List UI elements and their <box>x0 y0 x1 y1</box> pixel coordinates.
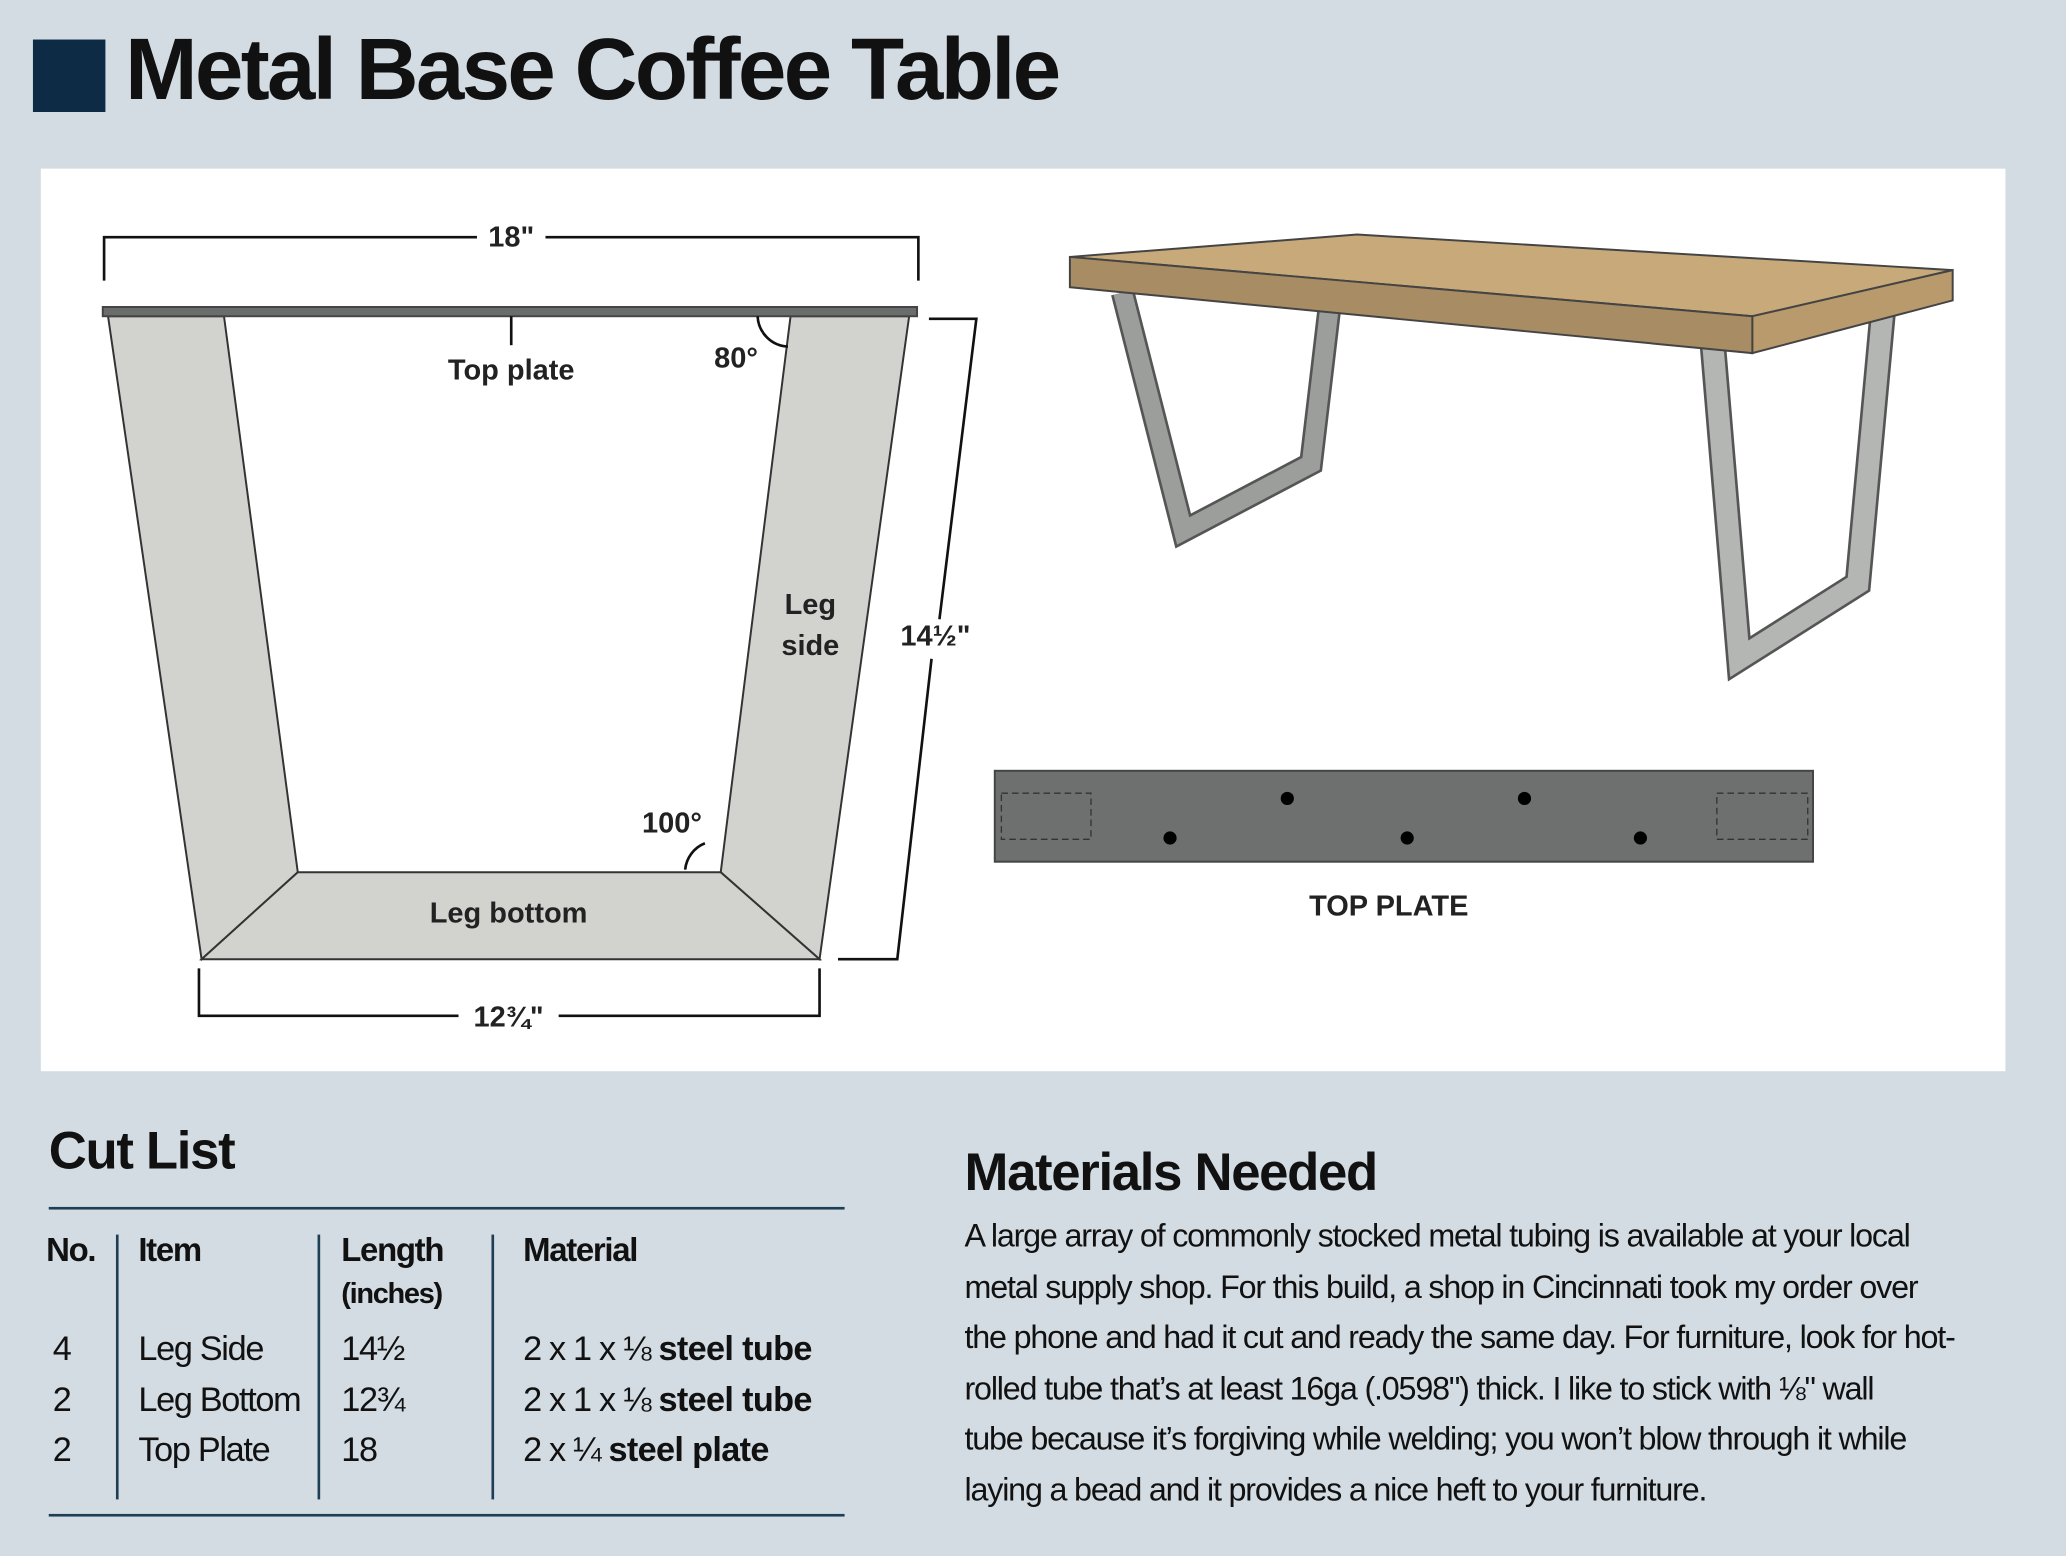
top-plate-bar <box>101 306 919 318</box>
bolt-hole <box>1163 831 1177 845</box>
header-item: Item <box>138 1231 202 1269</box>
cell-no: 2 <box>52 1429 72 1470</box>
header-length: Length <box>341 1231 444 1269</box>
column-divider <box>115 1234 119 1500</box>
cell-material-size: 2 x 1 x ⅛ <box>523 1379 651 1420</box>
cell-length: 18 <box>341 1429 378 1470</box>
top-plate-caption: TOP PLATE <box>1309 891 1468 923</box>
table-3d-illustration <box>1068 233 1954 682</box>
cell-material-size: 2 x 1 x ⅛ <box>523 1328 651 1368</box>
cell-material-size: 2 x ¼ <box>523 1429 602 1470</box>
paragraph-line: rolled tube that’s at least 16ga (.0598"… <box>964 1370 1874 1407</box>
header-no: No. <box>46 1231 96 1269</box>
paragraph-line: metal supply shop. For this build, a sho… <box>964 1269 1918 1306</box>
angle-top-label: 80° <box>714 343 758 375</box>
cell-material-type: steel plate <box>608 1429 770 1470</box>
page-title: Metal Base Coffee Table <box>125 19 1061 118</box>
bolt-hole <box>1400 831 1414 845</box>
cell-length: 14½ <box>341 1328 405 1368</box>
cell-item: Top Plate <box>138 1429 270 1470</box>
header-length-unit: (inches) <box>341 1276 443 1310</box>
paragraph-line: the phone and had it cut and ready the s… <box>964 1320 1955 1356</box>
dimension-lines <box>102 235 978 1018</box>
height-dimension: 14½" <box>900 621 970 653</box>
cell-item: Leg Side <box>138 1328 264 1368</box>
materials-title: Materials Needed <box>964 1143 1378 1202</box>
leg-side-label-1: Leg <box>785 589 837 621</box>
cell-material-type: steel tube <box>658 1379 812 1420</box>
leg-side-label-2: side <box>781 630 839 662</box>
leg-elevation-diagram <box>101 306 919 962</box>
leg-bottom-label: Leg bottom <box>430 897 588 929</box>
bolt-hole <box>1517 791 1532 806</box>
width-dimension: 18" <box>488 221 534 253</box>
angle-arc-top <box>756 316 789 348</box>
angle-arc-bottom <box>683 842 706 870</box>
paragraph-line: A large array of commonly stocked metal … <box>964 1218 1910 1255</box>
top-plate-label: Top plate <box>448 354 575 386</box>
column-divider <box>317 1234 321 1500</box>
table-top-rule <box>48 1206 845 1210</box>
leg-bottom <box>199 871 823 961</box>
cell-item: Leg Bottom <box>138 1379 301 1420</box>
bolt-hole <box>1280 791 1294 806</box>
bottom-dimension: 12¾" <box>474 1001 544 1033</box>
title-marker <box>32 39 106 112</box>
bolt-hole <box>1633 831 1647 845</box>
cell-no: 2 <box>52 1379 72 1420</box>
cell-no: 4 <box>52 1328 72 1368</box>
cell-material-type: steel tube <box>658 1328 812 1368</box>
table-bottom-rule <box>48 1513 845 1517</box>
paragraph-line: laying a bead and it provides a nice hef… <box>964 1472 1707 1508</box>
tabletop-side-edge <box>1751 268 1954 355</box>
top-plate-drawing <box>993 769 1815 863</box>
leg-side-left <box>106 315 299 962</box>
materials-paragraph: A large array of commonly stocked metal … <box>964 1212 2018 1516</box>
cell-length: 12¾ <box>341 1379 405 1420</box>
cut-list-title: Cut List <box>48 1122 236 1181</box>
header-material: Material <box>523 1231 638 1269</box>
column-divider <box>491 1234 495 1500</box>
paragraph-line: tube because it’s forgiving while weldin… <box>964 1421 1907 1458</box>
angle-bottom-label: 100° <box>642 808 702 840</box>
